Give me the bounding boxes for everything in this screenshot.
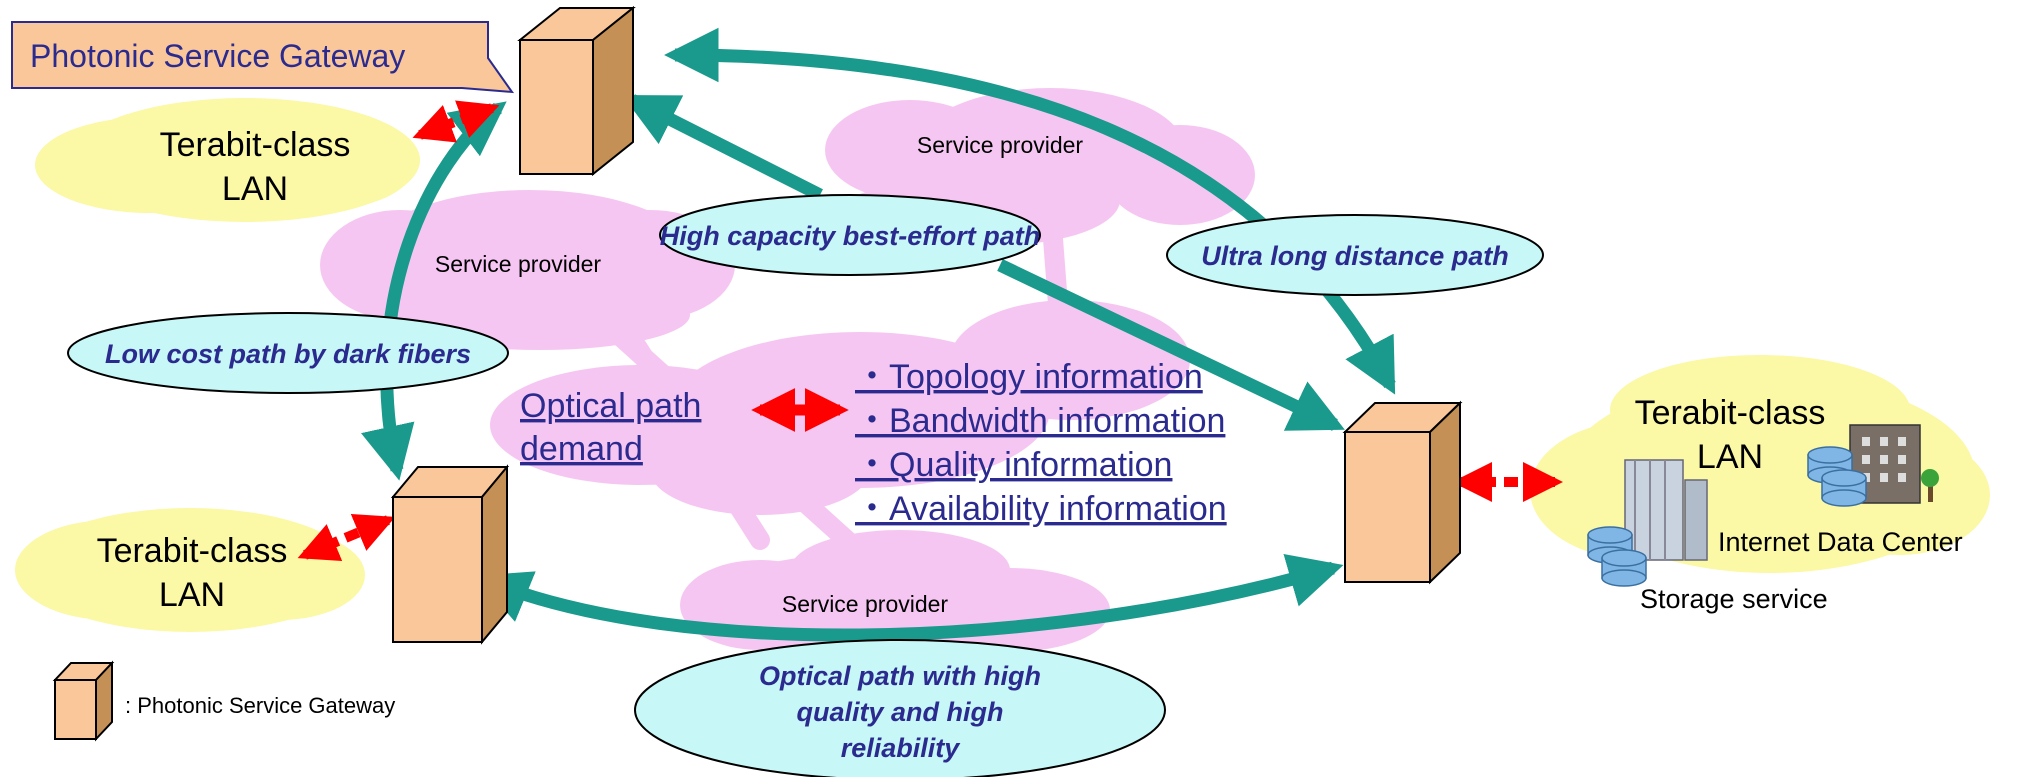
arrow-best-effort-to-right-gateway (997, 259, 1345, 431)
high-quality-path-ellipse (634, 639, 1166, 777)
demand-label-2: demand (520, 430, 643, 468)
best-effort-path-ellipse (659, 194, 1041, 276)
legend-label: : Photonic Service Gateway (125, 693, 395, 718)
service-provider-label-bottom: Service provider (782, 591, 949, 617)
arrow-best-effort-to-gateway (622, 94, 823, 201)
gateway-bottom-left (390, 464, 510, 645)
info-item-topology: ・Topology information (855, 358, 1203, 396)
best-effort-path-label: High capacity best-effort path (660, 221, 1041, 251)
storage-service-label: Storage service (1640, 584, 1828, 614)
lan-label-bottom-left-1: Terabit-class (97, 532, 288, 570)
arrow-high-quality-path (474, 553, 1344, 642)
dark-fiber-path-label: Low cost path by dark fibers (105, 339, 471, 369)
lan-label-top-left-1: Terabit-class (160, 126, 351, 164)
info-item-bandwidth: ・Bandwidth information (855, 402, 1225, 440)
ultra-long-path-label: Ultra long distance path (1201, 241, 1509, 271)
gateway-callout-label: Photonic Service Gateway (30, 38, 405, 74)
demand-label-1: Optical path (520, 387, 701, 425)
info-item-quality: ・Quality information (855, 446, 1172, 484)
high-quality-path-label-2: quality and high (797, 697, 1004, 727)
service-provider-label-top: Service provider (917, 132, 1084, 158)
info-item-availability: ・Availability information (855, 490, 1227, 528)
lan-label-right-1: Terabit-class (1635, 394, 1826, 432)
high-quality-path-label-1: Optical path with high (759, 661, 1041, 691)
red-arrow-bottom-left-lan (297, 514, 396, 561)
dark-fiber-path-ellipse (67, 312, 509, 394)
database-cylinder-icon (1587, 446, 1867, 587)
service-provider-label-left: Service provider (435, 251, 602, 277)
lan-cloud-bottom-left (15, 508, 365, 632)
lan-label-bottom-left-2: LAN (159, 576, 225, 614)
gateway-callout-box (11, 21, 515, 94)
lan-label-right-2: LAN (1697, 438, 1763, 476)
high-quality-path-label-3: reliability (841, 733, 962, 763)
storage-building-icon (1624, 459, 1708, 561)
lan-label-top-left-2: LAN (222, 170, 288, 208)
ultra-long-path-ellipse (1166, 214, 1544, 296)
internet-data-center-label: Internet Data Center (1718, 527, 1963, 557)
gateway-top (517, 5, 636, 177)
gateway-right (1342, 400, 1463, 585)
legend-gateway-icon (52, 660, 115, 742)
red-arrow-top-left-lan (412, 100, 500, 143)
